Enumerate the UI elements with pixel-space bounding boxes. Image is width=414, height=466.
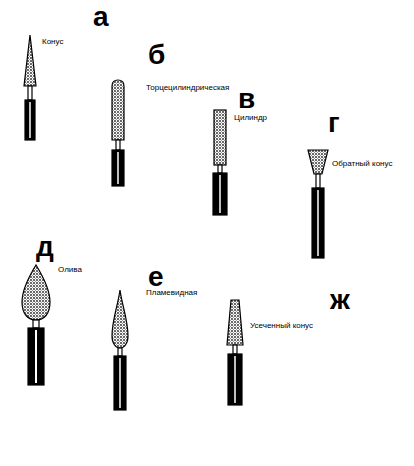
- figure-letter: а: [93, 2, 109, 33]
- shape-name: Усеченный конус: [250, 322, 313, 331]
- shape-name: Олива: [58, 266, 82, 275]
- inverted-cone-bur: [308, 150, 328, 258]
- truncated-cone-bur: [227, 300, 243, 405]
- end-cylinder-bur: [112, 80, 124, 186]
- shape-name: Цилиндр: [234, 114, 267, 123]
- cylinder-bur: [213, 110, 227, 215]
- olive-bur: [22, 265, 50, 385]
- shape-name: Обратный конус: [332, 160, 392, 169]
- figure-letter: в: [238, 84, 255, 115]
- shape-name: Пламевидная: [146, 289, 197, 298]
- figure-letter: б: [148, 40, 165, 71]
- figure-letter: ж: [330, 285, 350, 316]
- shape-name: Торцецилиндрическая: [146, 84, 229, 93]
- figure-letter: д: [36, 232, 54, 263]
- shape-name: Конус: [42, 38, 63, 47]
- cone-bur: [24, 35, 36, 140]
- flame-bur: [112, 290, 128, 410]
- figure-letter: г: [328, 108, 340, 139]
